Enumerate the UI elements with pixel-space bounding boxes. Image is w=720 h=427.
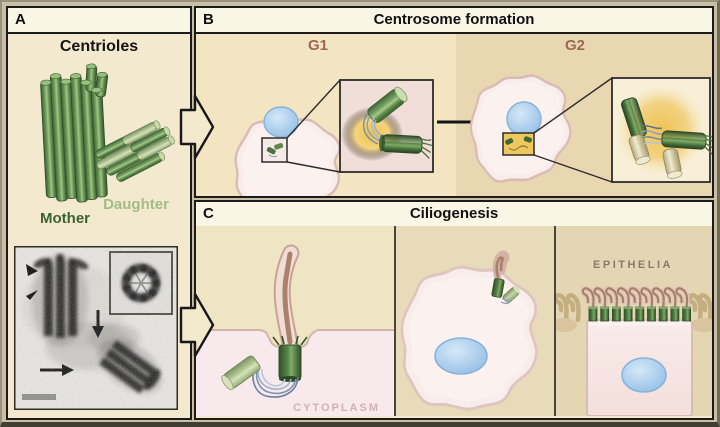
centriole-pair <box>363 86 433 159</box>
daughter-centriole-illustration <box>95 120 175 182</box>
subpanel-primary-cilium <box>196 226 394 416</box>
basal-body-row <box>588 306 691 322</box>
g2-cell-illustration <box>465 69 576 188</box>
primary-cilium-illustration <box>196 226 394 416</box>
mother-centriole-label: Mother <box>40 210 90 227</box>
panel-a-title: Centrioles <box>59 38 139 55</box>
panel-b-title: Centrosome formation <box>373 11 535 28</box>
epithelia-label: EPITHELIA <box>593 259 673 271</box>
rootlet-fibers <box>252 366 299 398</box>
ciliated-cell-illustration <box>396 226 554 416</box>
subpanel-epithelia <box>554 226 712 416</box>
centrioles-illustration <box>40 63 175 203</box>
nucleus <box>434 337 488 375</box>
block-arrow-icon <box>179 94 215 160</box>
epithelial-cell-illustration <box>556 226 712 416</box>
panel-b-header: B Centrosome formation <box>196 8 712 34</box>
panel-c-header: C Ciliogenesis <box>196 202 712 228</box>
block-arrow-icon <box>179 292 215 358</box>
panel-c-title: Ciliogenesis <box>409 205 499 222</box>
centrosome-formation-illustration <box>196 34 712 196</box>
panel-ciliogenesis: C Ciliogenesis <box>194 200 714 420</box>
connecting-fibers <box>500 297 511 305</box>
centriole-pair <box>621 97 712 179</box>
em-micrograph <box>14 246 178 410</box>
cilia-row <box>580 285 690 311</box>
nucleus <box>621 357 667 393</box>
transition-fibers <box>272 335 308 346</box>
cytoplasm-label: CYTOPLASM <box>293 402 380 414</box>
cilium <box>273 244 300 353</box>
g2-phase-label: G2 <box>564 37 585 54</box>
mother-centriole-illustration <box>40 63 109 203</box>
g1-phase-label: G1 <box>307 37 328 54</box>
axoneme <box>282 251 293 345</box>
panel-a-header: A <box>8 8 190 34</box>
daughter-centriole <box>221 355 261 391</box>
panel-c-tag: C <box>203 205 214 222</box>
panel-b-tag: B <box>203 11 214 28</box>
daughter-centriole <box>502 286 521 303</box>
daughter-centriole-label: Daughter <box>103 196 169 213</box>
g1-cell-illustration <box>229 106 346 196</box>
g2-zoom-inset <box>611 77 712 183</box>
shadow-cilia <box>556 293 712 323</box>
panel-a-tag: A <box>15 11 26 28</box>
subpanel-ciliated-cell <box>394 226 554 416</box>
g1-zoom-inset <box>339 79 434 173</box>
basal-body <box>491 278 505 298</box>
g1-centriole-box <box>261 137 288 163</box>
cilium <box>492 250 510 283</box>
g2-centriole-box <box>502 132 535 156</box>
nucleus <box>263 106 299 138</box>
